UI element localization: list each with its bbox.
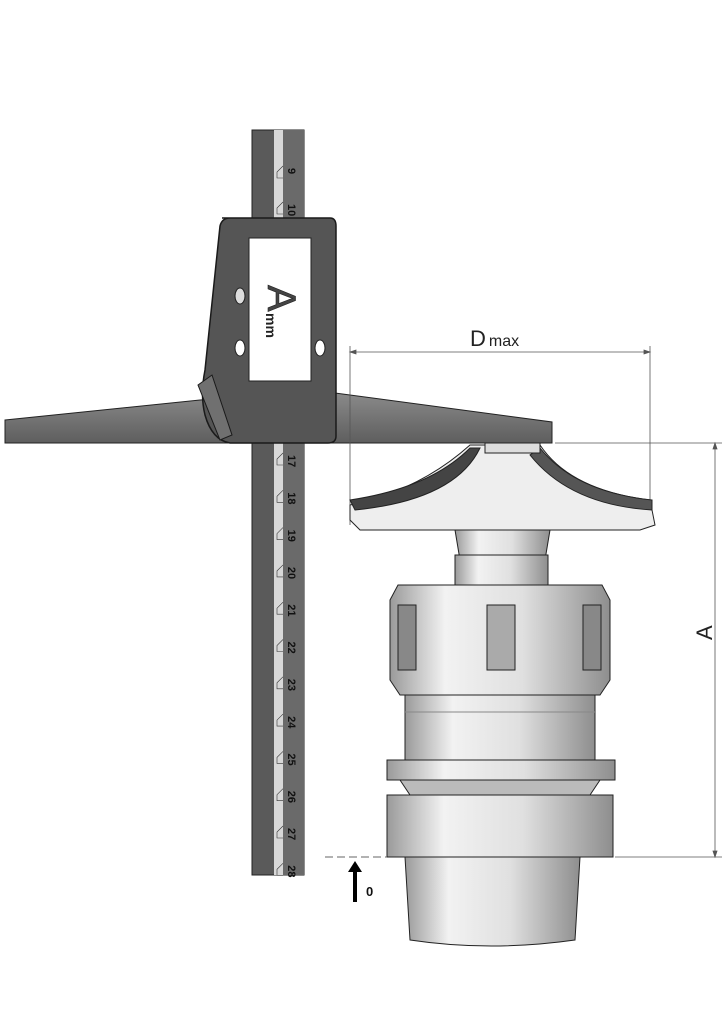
thumb-wheel-icon bbox=[197, 374, 233, 441]
ruler-tick bbox=[276, 676, 284, 690]
a-dimension-label: A bbox=[692, 625, 717, 640]
ruler-tick bbox=[276, 564, 284, 578]
ruler-tick-label: 24 bbox=[285, 716, 297, 729]
display-unit: mm bbox=[263, 313, 279, 338]
cutter-head bbox=[349, 442, 656, 561]
ruler-tick-label: 21 bbox=[285, 604, 297, 616]
ruler-tick-label: 25 bbox=[285, 753, 297, 765]
depth-gauge-body: A mm bbox=[197, 217, 337, 444]
ruler-tick bbox=[276, 713, 284, 727]
holder-taper bbox=[404, 856, 581, 947]
a-dimension bbox=[555, 441, 722, 859]
button-hole bbox=[234, 287, 246, 305]
ruler-tick-label: 27 bbox=[285, 828, 297, 840]
ruler-tick bbox=[276, 527, 284, 540]
collet-nut bbox=[389, 584, 611, 696]
tool-shank bbox=[454, 554, 549, 588]
ruler-tick bbox=[276, 751, 284, 764]
button-hole bbox=[234, 339, 246, 357]
ruler-tick bbox=[276, 165, 284, 179]
ruler-tick-label: 19 bbox=[285, 530, 297, 542]
ruler-tick bbox=[276, 601, 284, 615]
ruler-tick-label: 22 bbox=[285, 642, 297, 654]
ruler-tick bbox=[276, 825, 284, 839]
ruler-tick-label: 9 bbox=[285, 168, 297, 174]
ruler-tick-label: 28 bbox=[285, 865, 297, 877]
display-screen bbox=[248, 237, 312, 382]
holder-body bbox=[404, 694, 596, 761]
holder-flange-lower bbox=[386, 794, 614, 858]
display-symbol: A bbox=[259, 285, 303, 312]
ruler-tick-label: 17 bbox=[285, 455, 297, 467]
ruler-tick-label: 26 bbox=[285, 791, 297, 803]
ruler-tick bbox=[276, 639, 284, 652]
ruler-tick bbox=[276, 490, 284, 503]
dmax-dimension bbox=[348, 346, 652, 525]
ruler-tick bbox=[276, 452, 284, 466]
ruler-tick bbox=[276, 201, 284, 215]
arrow-up-icon bbox=[348, 861, 362, 902]
ruler-tick bbox=[276, 788, 284, 801]
zero-label: 0 bbox=[366, 884, 373, 899]
holder-flange-upper bbox=[386, 759, 616, 781]
ruler-tick-label: 23 bbox=[285, 679, 297, 691]
ruler-tick bbox=[276, 863, 284, 876]
ruler-tick-label: 18 bbox=[285, 492, 297, 504]
ruler-scale-upper: 9 10 bbox=[276, 165, 297, 216]
ruler-tick-label: 10 bbox=[285, 204, 297, 216]
ruler-tick-label: 20 bbox=[285, 567, 297, 579]
ruler-scale-lower: 17 18 19 20 21 22 23 24 25 26 27 28 bbox=[276, 452, 297, 878]
button-hole bbox=[314, 339, 326, 357]
